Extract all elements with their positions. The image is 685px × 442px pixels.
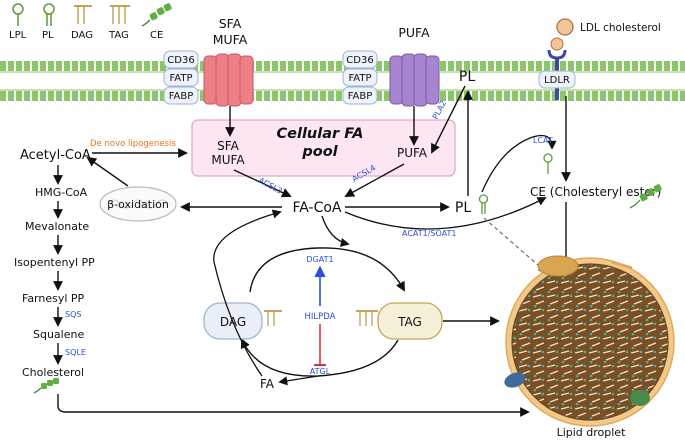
- fa-node: FA: [260, 377, 275, 391]
- cholesterol-node: Cholesterol: [22, 366, 84, 379]
- tag-box: [377, 302, 443, 340]
- squalene-node: Squalene: [33, 328, 84, 341]
- legend-tag: TAG: [108, 30, 129, 41]
- lpl-legend-icon: [12, 3, 24, 26]
- tag-legend-icon: [110, 5, 130, 24]
- isopentenyl-pp-node: Isopentenyl PP: [14, 256, 95, 269]
- pl-membrane-node: PL: [459, 69, 475, 85]
- atgl-enzyme-label: ATGL: [310, 367, 331, 376]
- pool-title-line1: Cellular FA: [277, 126, 364, 142]
- transporter-stack-right: CD36 FATP FABP: [342, 50, 378, 105]
- acat-arrow: [344, 197, 547, 230]
- tag-molecule-icon: [356, 310, 378, 326]
- pool-mufa-label: MUFA: [211, 153, 245, 167]
- acetyl-coa-node: Acetyl-CoA: [20, 148, 91, 163]
- dag-molecule-icon: [264, 310, 282, 326]
- fabp-label-right: FABP: [348, 91, 373, 102]
- sfa-to-facoa-arrow: [233, 169, 292, 198]
- pufa-to-facoa-arrow: [344, 163, 405, 197]
- fabp-label-left: FABP: [169, 91, 194, 102]
- beta-oxidation-node: β-oxidation: [107, 198, 169, 211]
- cholesterol-to-droplet-arrow: [57, 394, 530, 417]
- pl-to-droplet-dashed-arrow: [483, 217, 548, 274]
- sqs-enzyme-label: SQS: [65, 310, 81, 319]
- fa-coa-node: FA-CoA: [292, 200, 341, 216]
- atgl-to-fa-arrow: [278, 375, 319, 386]
- pl-to-pufa-arrow: [431, 85, 466, 154]
- ldl-particle-icon: [556, 18, 574, 36]
- cholesterol-molecule-icon: [33, 378, 59, 394]
- pl-cytosol-node: PL: [455, 200, 471, 216]
- hmg-coa-node: HMG-CoA: [35, 186, 88, 199]
- pl-legend-icon: [43, 3, 55, 26]
- lpl-molecule-icon: [543, 153, 553, 174]
- legend-lpl: LPL: [9, 30, 27, 41]
- legend-pl: PL: [42, 30, 54, 41]
- farnesyl-pp-node: Farnesyl PP: [22, 292, 85, 305]
- pool-title-line2: pool: [301, 144, 338, 160]
- lcat-arrow: [481, 134, 557, 193]
- ldlr-box: [538, 70, 576, 89]
- cell-membrane: [0, 61, 685, 101]
- facoa-to-dgat-arrow: [321, 215, 350, 247]
- pufa-channel: [389, 53, 440, 107]
- fatp-label-right: FATP: [348, 73, 371, 84]
- sfa-channel: [203, 53, 254, 107]
- mevalonate-node: Mevalonate: [25, 220, 89, 233]
- ce-node: CE (Cholesteryl ester): [530, 185, 661, 199]
- sqle-enzyme-label: SQLE: [65, 348, 86, 357]
- pool-sfa-label: SFA: [217, 139, 239, 153]
- acat-enzyme-label: ACAT1/SOAT1: [402, 229, 457, 238]
- ldl-cholesterol-label: LDL cholesterol: [580, 22, 661, 34]
- cd36-label-left: CD36: [167, 55, 194, 66]
- pufa-outside-label: PUFA: [398, 25, 430, 40]
- ldlr-label: LDLR: [544, 75, 570, 86]
- transporter-stack-left: CD36 FATP FABP: [163, 50, 199, 105]
- legend-dag: DAG: [71, 30, 93, 41]
- mufa-outside-label: MUFA: [213, 32, 248, 47]
- legend: LPL PL DAG TAG CE LDL cholesterol: [9, 3, 661, 41]
- cd36-label-right: CD36: [346, 55, 373, 66]
- beta-ox-to-acetyl-arrow: [86, 156, 129, 187]
- dag-to-tag-arrow: [249, 247, 405, 293]
- lipid-droplet-icon: [504, 255, 675, 427]
- hilpda-label: HILPDA: [305, 312, 336, 322]
- tag-node: TAG: [397, 315, 422, 329]
- pool-pufa-label: PUFA: [397, 146, 428, 160]
- dag-legend-icon: [74, 5, 92, 24]
- lcat-enzyme-label: LCAT: [533, 136, 553, 145]
- cellular-fa-pool-box: [191, 119, 456, 177]
- dgat1-enzyme-label: DGAT1: [306, 255, 333, 264]
- pl-molecule-icon: [478, 194, 489, 214]
- fatp-label-left: FATP: [169, 73, 192, 84]
- de-novo-lipogenesis-label: De novo lipogenesis: [90, 139, 176, 149]
- lipid-droplet-label: Lipid droplet: [557, 426, 627, 439]
- ce-molecule-icon: [629, 184, 662, 209]
- ce-legend-icon: [141, 3, 172, 27]
- fa-to-facoa-arrow: [213, 209, 282, 377]
- legend-ce: CE: [150, 30, 163, 41]
- sfa-outside-label: SFA: [219, 16, 242, 31]
- mitochondrion-icon: [99, 186, 177, 222]
- acsl3-enzyme-label: ACSL3: [257, 176, 284, 196]
